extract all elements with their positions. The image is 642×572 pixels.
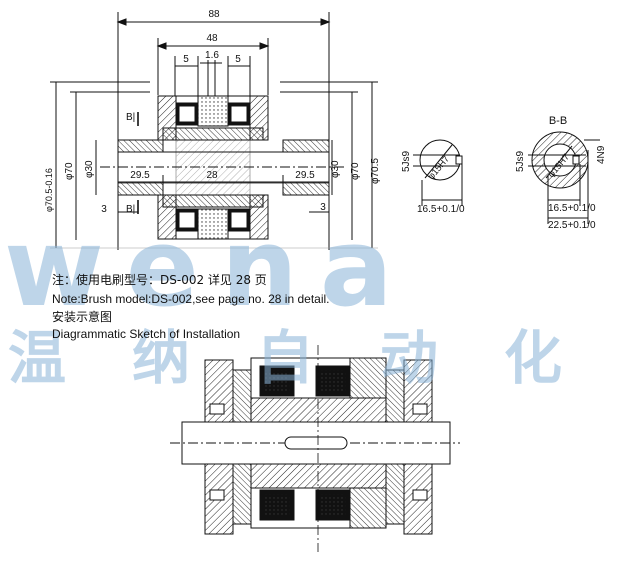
- left-key-depth: 16.5+0.1/0: [417, 204, 465, 215]
- dim-right-29: 29.5: [295, 170, 315, 181]
- left-key-width: 5Js9: [401, 150, 412, 172]
- dim-overall: 88: [208, 9, 220, 20]
- bore-section-left: [413, 139, 463, 206]
- watermark: wena 温纳自动化: [4, 206, 628, 392]
- dim-left-5: 5: [183, 54, 189, 65]
- dim-phi70-5-right: φ70.5: [370, 158, 381, 184]
- dim-phi70-5-tol: φ70.5-0.16: [44, 168, 54, 212]
- clutch-elevation: [50, 12, 378, 250]
- dim-phi70-right: φ70: [350, 162, 361, 180]
- section-mark-b1-bottom: B|: [126, 204, 135, 215]
- bore-section-right: [528, 131, 600, 224]
- dim-right-5: 5: [235, 54, 241, 65]
- sketch-title-english: Diagrammatic Sketch of Installation: [52, 327, 241, 341]
- right-key-n9: 4N9: [596, 145, 607, 164]
- section-bb-title: B-B: [549, 115, 567, 127]
- right-key-width: 5Js9: [515, 150, 526, 172]
- watermark-latin: wena: [4, 206, 415, 331]
- dim-inner: 48: [206, 33, 218, 44]
- section-mark-b1-top: B|: [126, 112, 135, 123]
- dim-left-3: 3: [101, 204, 107, 215]
- note-english: Note:Brush model:DS-002,see page no. 28 …: [52, 292, 330, 306]
- watermark-cn: 温纳自动化: [8, 324, 628, 392]
- installation-sketch: [170, 345, 460, 552]
- dim-gap: 1.6: [205, 50, 219, 61]
- note-chinese: 注：使用电刷型号：DS-002 详见 28 页: [52, 273, 267, 287]
- right-key-depth: 16.5+0.1/0: [548, 203, 596, 214]
- right-outer: 22.5+0.1/0: [548, 220, 596, 231]
- dim-right-3: 3: [320, 202, 326, 213]
- dim-left-29: 29.5: [130, 170, 150, 181]
- elevation-dimensions: 88 48 1.6 5 5 29.5 28 29.5 3 3 B| B| φ70…: [44, 9, 381, 215]
- dim-mid-28: 28: [206, 170, 218, 181]
- dim-phi70-left: φ70: [64, 162, 75, 180]
- sketch-title-chinese: 安装示意图: [52, 310, 113, 324]
- dim-phi30-right: φ30: [330, 160, 341, 178]
- dim-phi30-left: φ30: [84, 160, 95, 178]
